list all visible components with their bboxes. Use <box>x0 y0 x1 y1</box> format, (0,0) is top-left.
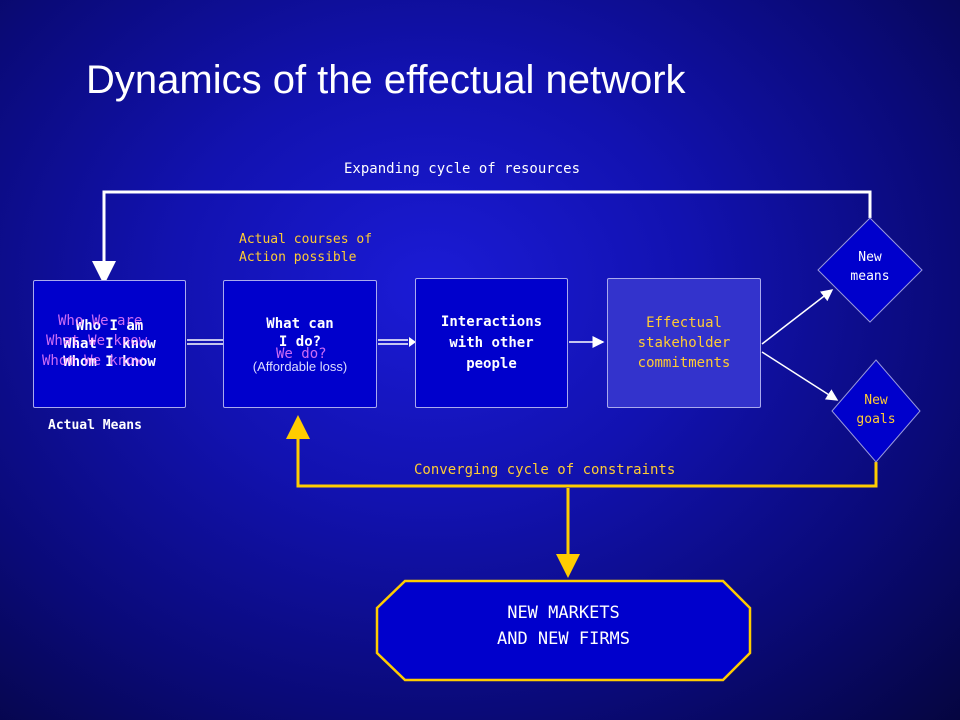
actual-courses-label-line2: Action possible <box>239 250 357 265</box>
new-means-line1: New <box>858 250 882 265</box>
double-arrow-what-to-interactions <box>378 337 416 347</box>
who-line2: What I know <box>63 336 156 352</box>
what-overlay-line2: We do? <box>276 346 327 362</box>
who-line3: Whom I know <box>63 354 156 370</box>
who-box: Who I am What I know Whom I know <box>33 280 186 408</box>
arrow-to-new-goals <box>761 351 839 401</box>
converging-cycle-loop <box>286 415 878 488</box>
new-goals-label: New goals <box>836 391 916 429</box>
new-markets-octagon <box>375 579 752 682</box>
effectual-line2: stakeholder <box>637 335 731 351</box>
new-markets-label: NEW MARKETS AND NEW FIRMS <box>377 600 750 652</box>
new-means-diamond <box>817 217 923 323</box>
who-overlay-line2: What We know <box>46 333 148 349</box>
who-line1: Who I am <box>75 318 144 334</box>
interactions-line1: Interactions <box>440 313 543 330</box>
converging-cycle-label: Converging cycle of constraints <box>414 462 676 478</box>
effectual-line1: Effectual <box>646 315 722 331</box>
interactions-line3: people <box>466 355 517 372</box>
interactions-box: Interactions with other people <box>415 278 568 408</box>
new-goals-diamond <box>831 359 921 463</box>
interactions-line2: with other <box>449 334 534 351</box>
what-line3: (Affordable loss) <box>252 358 348 374</box>
what-line2: I do? <box>278 333 322 350</box>
effectual-line3: commitments <box>637 355 731 371</box>
page-title: Dynamics of the effectual network <box>86 58 686 102</box>
new-markets-line2: AND NEW FIRMS <box>496 629 631 649</box>
new-markets-line1: NEW MARKETS <box>507 603 620 623</box>
expanding-cycle-label: Expanding cycle of resources <box>344 161 581 177</box>
expanding-cycle-loop <box>92 190 872 285</box>
new-means-line2: means <box>850 269 890 284</box>
new-means-label: New means <box>830 248 910 286</box>
what-line1: What can <box>266 315 334 332</box>
new-goals-line1: New <box>864 393 888 408</box>
who-overlay-line1: Who We are <box>58 313 143 329</box>
actual-courses-label-line1: Actual courses of <box>239 232 373 247</box>
actual-means-label: Actual Means <box>48 418 142 433</box>
effectual-box: Effectual stakeholder commitments <box>607 278 761 408</box>
what-box: What can I do? (Affordable loss) <box>223 280 377 408</box>
arrow-to-new-means <box>761 289 834 345</box>
new-goals-line2: goals <box>856 412 896 427</box>
who-overlay-line3: Whom We know <box>42 353 144 369</box>
